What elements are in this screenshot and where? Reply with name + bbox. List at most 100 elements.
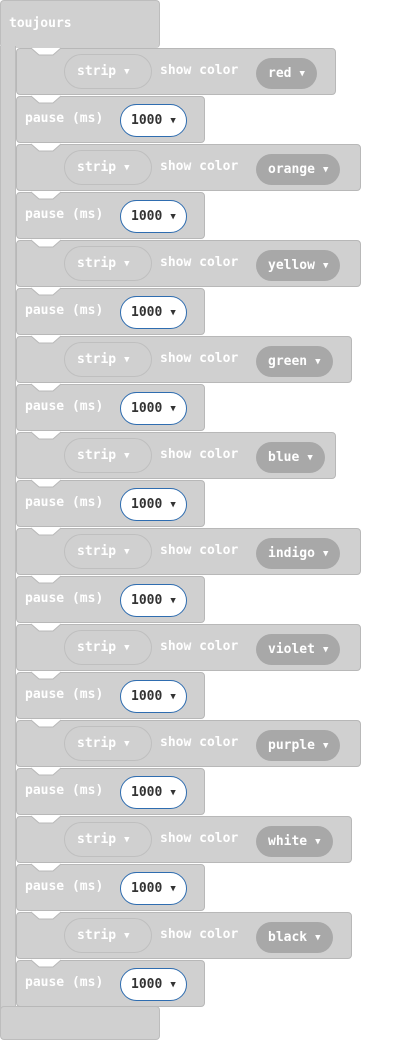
color-dropdown[interactable]: indigo ▼ bbox=[256, 538, 341, 569]
strip-dropdown[interactable]: strip▼ bbox=[64, 534, 152, 569]
pause-duration-value: 1000 bbox=[131, 497, 163, 512]
pause-block[interactable]: pause (ms) 1000▼ bbox=[16, 191, 205, 239]
strip-dropdown[interactable]: strip▼ bbox=[64, 54, 152, 89]
show-color-block[interactable]: strip▼ show color red▼ bbox=[16, 47, 336, 95]
chevron-down-icon: ▼ bbox=[124, 930, 130, 941]
chevron-down-icon: ▼ bbox=[170, 307, 176, 318]
strip-label: strip bbox=[77, 640, 117, 655]
chevron-down-icon: ▼ bbox=[322, 260, 329, 271]
color-value: green bbox=[268, 354, 308, 369]
color-dropdown[interactable]: black ▼ bbox=[256, 922, 333, 953]
pause-block[interactable]: pause (ms)1000▼ bbox=[16, 95, 205, 143]
pause-duration-value: 1000 bbox=[131, 401, 163, 416]
pause-block[interactable]: pause (ms) 1000 ▼ bbox=[16, 287, 205, 335]
pause-label: pause (ms) bbox=[25, 399, 104, 414]
strip-dropdown[interactable]: strip▼ bbox=[64, 150, 152, 185]
pause-duration-value: 1000 bbox=[131, 113, 163, 128]
chevron-down-icon: ▼ bbox=[124, 450, 130, 461]
chevron-down-icon: ▼ bbox=[124, 642, 130, 653]
strip-label: strip bbox=[77, 544, 117, 559]
show-color-label: show color bbox=[160, 63, 239, 78]
chevron-down-icon: ▼ bbox=[124, 834, 130, 845]
chevron-down-icon: ▼ bbox=[315, 932, 321, 943]
chevron-down-icon: ▼ bbox=[322, 740, 329, 751]
color-value: white bbox=[268, 834, 308, 849]
color-dropdown[interactable]: yellow ▼ bbox=[256, 250, 341, 281]
pause-label: pause (ms) bbox=[25, 207, 104, 222]
chevron-down-icon: ▼ bbox=[170, 691, 176, 702]
strip-label: strip bbox=[77, 832, 117, 847]
pause-duration-input[interactable]: 1000▼ bbox=[120, 392, 187, 425]
pause-duration-input[interactable]: 1000▼ bbox=[120, 968, 187, 1001]
chevron-down-icon: ▼ bbox=[315, 356, 321, 367]
chevron-down-icon: ▼ bbox=[170, 595, 176, 606]
color-dropdown[interactable]: orange▼ bbox=[256, 154, 341, 185]
pause-label: pause (ms) bbox=[25, 303, 104, 318]
color-value: black bbox=[268, 930, 308, 945]
strip-dropdown[interactable]: strip ▼ bbox=[64, 822, 152, 857]
pause-block[interactable]: pause (ms) 1000▼ bbox=[16, 383, 205, 431]
forever-loop-spine bbox=[0, 46, 16, 1014]
show-color-label: show color bbox=[160, 735, 239, 750]
pause-label: pause (ms) bbox=[25, 879, 104, 894]
pause-duration-value: 1000 bbox=[131, 305, 163, 320]
color-dropdown[interactable]: blue▼ bbox=[256, 442, 325, 473]
strip-dropdown[interactable]: strip ▼ bbox=[64, 918, 152, 953]
color-dropdown[interactable]: green ▼ bbox=[256, 346, 333, 377]
strip-dropdown[interactable]: strip ▼ bbox=[64, 438, 152, 473]
color-dropdown[interactable]: violet▼ bbox=[256, 634, 341, 665]
chevron-down-icon: ▼ bbox=[315, 836, 321, 847]
color-value: yellow bbox=[268, 258, 315, 273]
show-color-block[interactable]: strip▼ show color orange▼ bbox=[16, 143, 361, 191]
pause-block[interactable]: pause (ms)1000▼ bbox=[16, 767, 205, 815]
color-dropdown[interactable]: purple▼ bbox=[256, 730, 341, 761]
color-dropdown[interactable]: white ▼ bbox=[256, 826, 333, 857]
pause-block[interactable]: pause (ms) 1000▼ bbox=[16, 863, 205, 911]
forever-loop-foot bbox=[0, 1006, 160, 1040]
strip-label: strip bbox=[77, 352, 117, 367]
strip-dropdown[interactable]: strip▼ bbox=[64, 246, 152, 281]
chevron-down-icon: ▼ bbox=[170, 499, 176, 510]
pause-block[interactable]: pause (ms) 1000▼ bbox=[16, 959, 205, 1007]
pause-duration-value: 1000 bbox=[131, 785, 163, 800]
pause-label: pause (ms) bbox=[25, 975, 104, 990]
pause-duration-input[interactable]: 1000▼ bbox=[120, 872, 187, 905]
strip-label: strip bbox=[77, 736, 117, 751]
chevron-down-icon: ▼ bbox=[124, 258, 130, 269]
chevron-down-icon: ▼ bbox=[170, 787, 176, 798]
color-dropdown[interactable]: red▼ bbox=[256, 58, 317, 89]
pause-duration-input[interactable]: 1000▼ bbox=[120, 680, 187, 713]
show-color-block[interactable]: strip ▼ show color black ▼ bbox=[16, 911, 352, 959]
color-value: indigo bbox=[268, 546, 315, 561]
pause-duration-input[interactable]: 1000▼ bbox=[120, 200, 187, 233]
pause-block[interactable]: pause (ms)1000▼ bbox=[16, 479, 205, 527]
forever-loop-hat[interactable]: toujours bbox=[0, 0, 160, 48]
chevron-down-icon: ▼ bbox=[322, 548, 329, 559]
pause-duration-input[interactable]: 1000 ▼ bbox=[120, 776, 187, 809]
pause-block[interactable]: pause (ms)1000▼ bbox=[16, 671, 205, 719]
strip-dropdown[interactable]: strip▼ bbox=[64, 726, 152, 761]
pause-block[interactable]: pause (ms) 1000▼ bbox=[16, 575, 205, 623]
pause-duration-input[interactable]: 1000 ▼ bbox=[120, 488, 187, 521]
strip-dropdown[interactable]: strip ▼ bbox=[64, 630, 152, 665]
show-color-label: show color bbox=[160, 927, 239, 942]
pause-label: pause (ms) bbox=[25, 591, 104, 606]
strip-label: strip bbox=[77, 448, 117, 463]
pause-duration-input[interactable]: 1000 ▼ bbox=[120, 296, 187, 329]
forever-loop-label: toujours bbox=[9, 16, 72, 31]
chevron-down-icon: ▼ bbox=[170, 115, 176, 126]
chevron-down-icon: ▼ bbox=[170, 211, 176, 222]
strip-dropdown[interactable]: strip▼ bbox=[64, 342, 152, 377]
show-color-block[interactable]: strip ▼ show color violet▼ bbox=[16, 623, 361, 671]
show-color-label: show color bbox=[160, 159, 239, 174]
pause-duration-input[interactable]: 1000▼ bbox=[120, 584, 187, 617]
show-color-label: show color bbox=[160, 639, 239, 654]
strip-label: strip bbox=[77, 928, 117, 943]
pause-duration-input[interactable]: 1000 ▼ bbox=[120, 104, 187, 137]
